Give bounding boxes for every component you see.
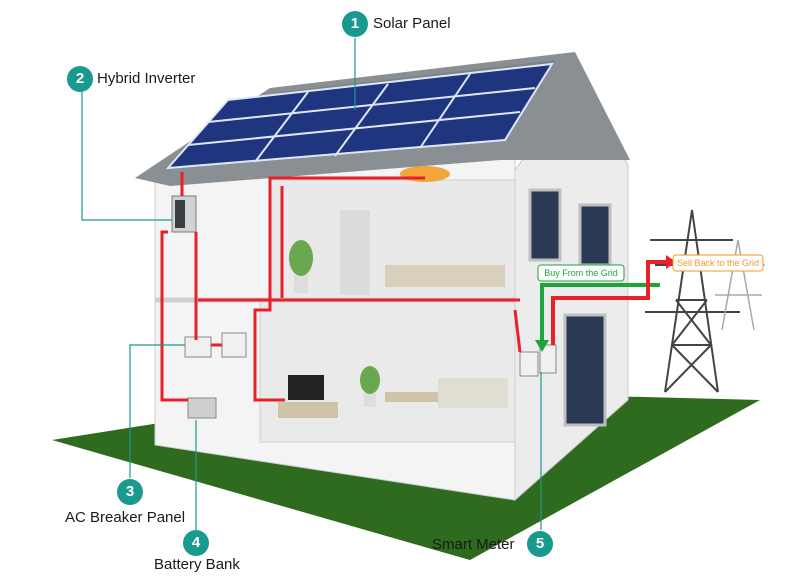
ac-breaker-panel xyxy=(184,336,212,358)
callout-badge-3: 3 xyxy=(117,479,143,505)
buy-from-grid-arrow xyxy=(540,283,660,342)
callout-label-hybrid-inverter: Hybrid Inverter xyxy=(97,70,196,87)
door xyxy=(563,313,607,427)
solar-panel-array xyxy=(165,62,554,170)
smart-meter-unit xyxy=(519,351,539,377)
kitchen-counter xyxy=(438,378,508,408)
breaker-panel-2 xyxy=(221,332,247,358)
callout-badge-4: 4 xyxy=(183,530,209,556)
plant-upper xyxy=(289,240,313,293)
callout-label-ac-breaker-panel: AC Breaker Panel xyxy=(65,509,186,526)
sell-back-to-grid-label: Sell Back to the Grid xyxy=(676,258,760,268)
callout-label-smart-meter: Smart Meter xyxy=(432,536,515,553)
smart-meter-unit-2 xyxy=(539,344,557,374)
callout-badge-2: 2 xyxy=(67,66,93,92)
lower-room xyxy=(259,301,516,443)
sell-label-box xyxy=(672,254,764,272)
buy-label-box xyxy=(537,264,625,282)
interior-door xyxy=(340,210,370,295)
power-tower-main xyxy=(645,209,740,393)
ceiling-lamp xyxy=(400,166,450,182)
tv xyxy=(288,375,324,400)
sell-back-to-grid-arrow xyxy=(551,260,668,345)
wiring xyxy=(160,172,522,402)
bed xyxy=(385,265,505,287)
tv-stand xyxy=(278,402,338,418)
window-upper-right xyxy=(578,203,612,267)
callout-label-solar-panel: Solar Panel xyxy=(373,15,451,32)
window-upper-left xyxy=(528,188,562,262)
callout-badge-1: 1 xyxy=(342,11,368,37)
callout-badge-5: 5 xyxy=(527,531,553,557)
power-tower-background xyxy=(712,239,765,331)
plant-lower xyxy=(360,366,380,407)
callout-leaders xyxy=(81,38,542,530)
battery-bank xyxy=(187,397,217,419)
callout-label-battery-bank: Battery Bank xyxy=(154,556,240,573)
buy-from-grid-label: Buy From the Grid xyxy=(544,268,618,278)
